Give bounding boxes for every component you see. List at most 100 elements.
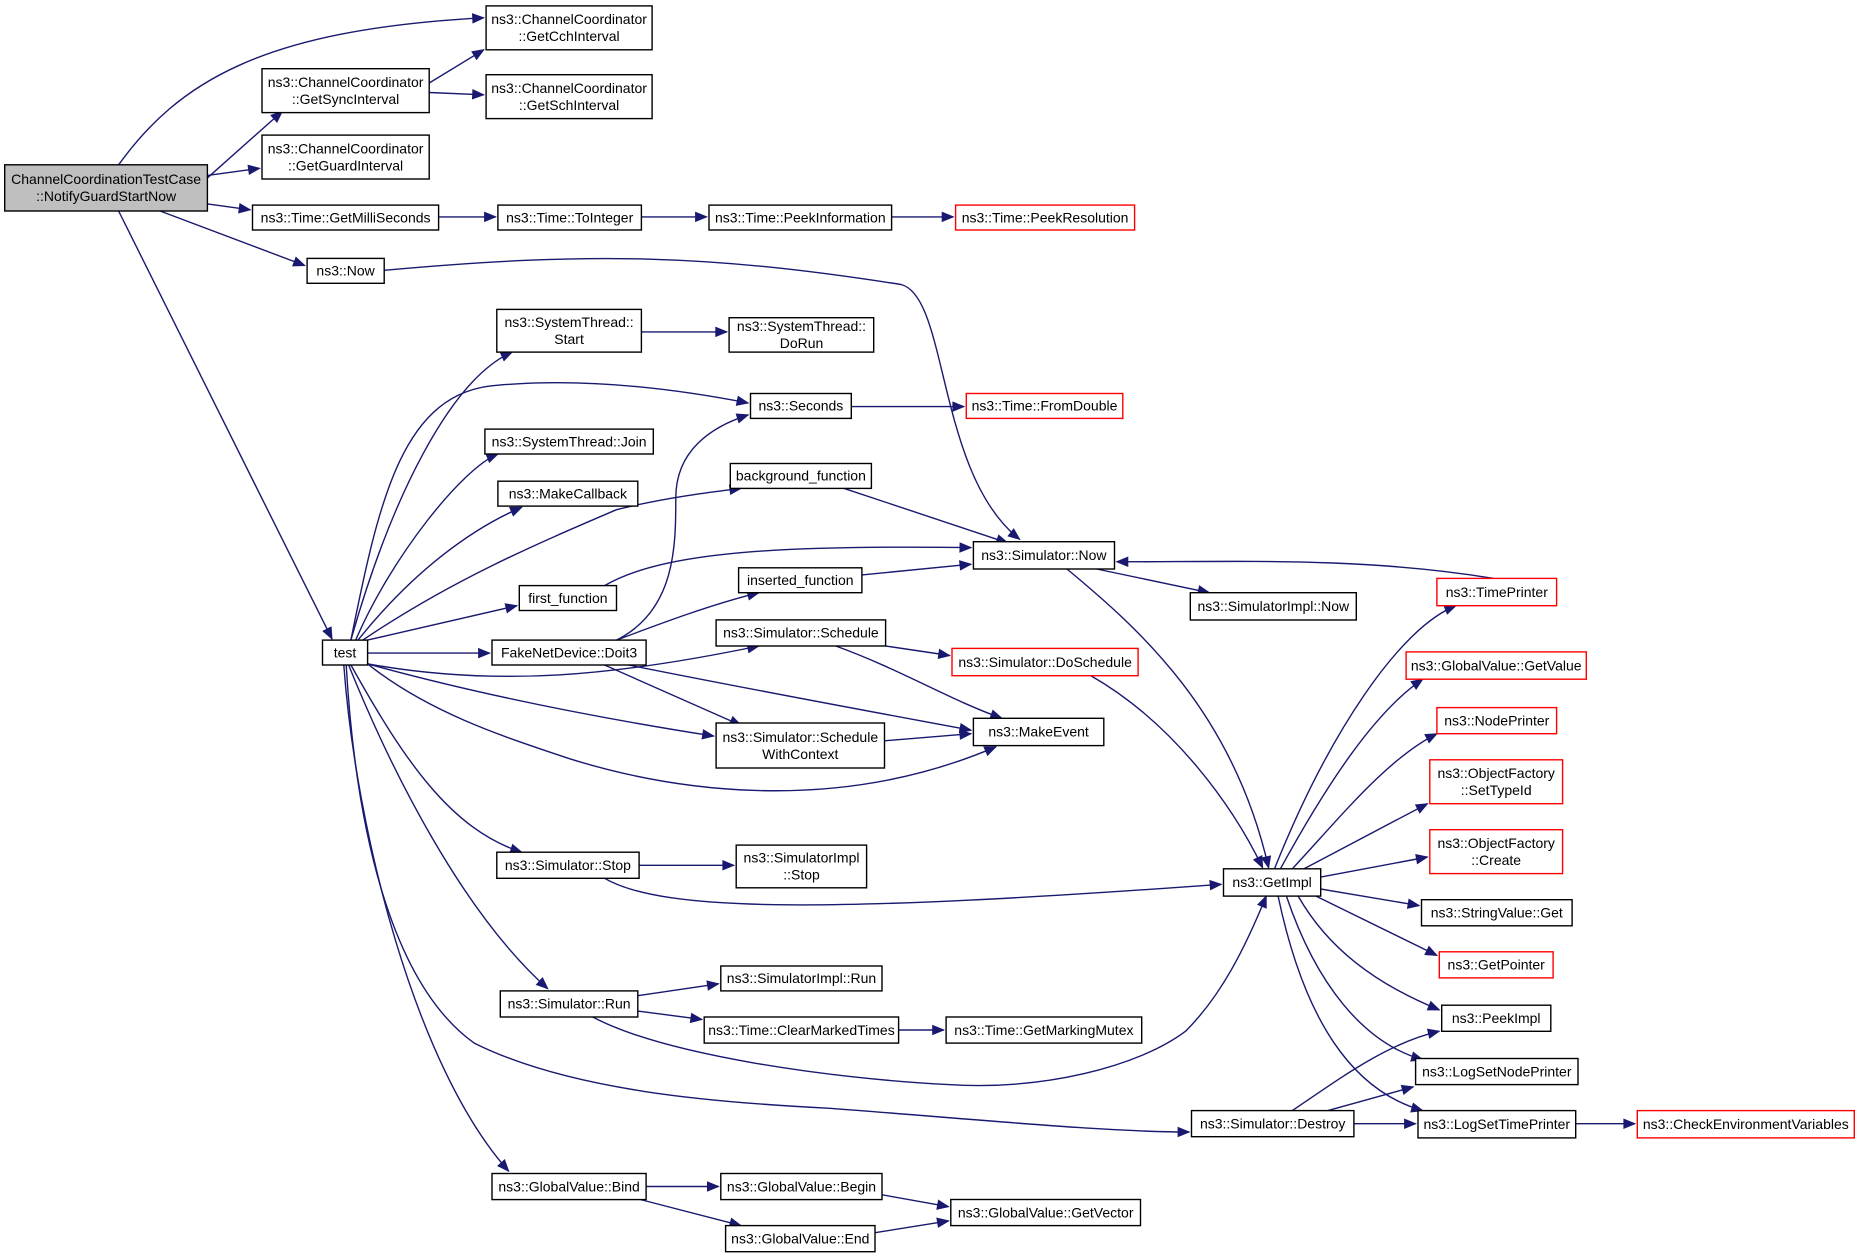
node-getsync[interactable]: ns3::ChannelCoordinator::GetSyncInterval	[261, 67, 430, 114]
node-box-seconds[interactable]	[749, 392, 853, 420]
node-box-simrun[interactable]	[499, 990, 639, 1018]
node-box-gvgetvector[interactable]	[950, 1198, 1142, 1227]
node-box-simimplstop[interactable]	[735, 844, 868, 889]
node-box-checkenv[interactable]	[1636, 1109, 1856, 1139]
node-stdorun[interactable]: ns3::SystemThread::DoRun	[728, 317, 875, 353]
node-box-gvbegin[interactable]	[720, 1172, 883, 1201]
node-box-root[interactable]	[3, 164, 209, 212]
node-now[interactable]: ns3::Now	[306, 257, 385, 284]
node-logsettimeprinter[interactable]: ns3::LogSetTimePrinter	[1417, 1109, 1577, 1139]
node-makecallback[interactable]: ns3::MakeCallback	[497, 480, 639, 507]
node-simrun[interactable]: ns3::Simulator::Run	[499, 990, 639, 1018]
node-box-timeprinter[interactable]	[1436, 577, 1558, 607]
node-box-bgfunc[interactable]	[729, 462, 873, 490]
node-box-gvbind[interactable]	[491, 1172, 647, 1201]
node-nodeprinter[interactable]: ns3::NodePrinter	[1436, 706, 1558, 735]
node-box-stjoin[interactable]	[484, 428, 654, 455]
node-box-now[interactable]	[306, 257, 385, 284]
node-gvbegin[interactable]: ns3::GlobalValue::Begin	[720, 1172, 883, 1201]
node-fromdouble[interactable]: ns3::Time::FromDouble	[965, 392, 1124, 420]
node-box-simimplnow[interactable]	[1189, 592, 1358, 621]
node-seconds[interactable]: ns3::Seconds	[749, 392, 853, 420]
node-box-stdorun[interactable]	[728, 317, 875, 353]
node-gvgetvector[interactable]: ns3::GlobalValue::GetVector	[950, 1198, 1142, 1227]
node-box-getsync[interactable]	[261, 67, 430, 114]
node-box-gvgetvalue[interactable]	[1405, 651, 1587, 680]
node-box-gvend[interactable]	[724, 1224, 876, 1253]
node-simimplstop[interactable]: ns3::SimulatorImpl::Stop	[735, 844, 868, 889]
node-box-getmilli[interactable]	[251, 204, 440, 231]
node-getimpl[interactable]: ns3::GetImpl	[1222, 868, 1322, 897]
node-simdestroy[interactable]: ns3::Simulator::Destroy	[1190, 1109, 1355, 1138]
node-box-fromdouble[interactable]	[965, 392, 1124, 420]
node-box-logsettimeprinter[interactable]	[1417, 1109, 1577, 1139]
node-peekres[interactable]: ns3::Time::PeekResolution	[954, 204, 1136, 231]
node-ststart[interactable]: ns3::SystemThread::Start	[496, 308, 643, 353]
node-ofsettypeid[interactable]: ns3::ObjectFactory::SetTypeId	[1429, 759, 1564, 805]
node-getcch[interactable]: ns3::ChannelCoordinator::GetCchInterval	[485, 5, 653, 51]
node-box-getguard[interactable]	[261, 134, 430, 180]
node-box-getsch[interactable]	[485, 73, 653, 120]
node-gvbind[interactable]: ns3::GlobalValue::Bind	[491, 1172, 647, 1201]
node-gvgetvalue[interactable]: ns3::GlobalValue::GetValue	[1405, 651, 1587, 680]
node-box-ofsettypeid[interactable]	[1429, 759, 1564, 805]
node-doschedule[interactable]: ns3::Simulator::DoSchedule	[951, 647, 1139, 677]
node-bgfunc[interactable]: background_function	[729, 462, 873, 490]
node-logsetnodeprinter[interactable]: ns3::LogSetNodePrinter	[1414, 1057, 1579, 1086]
node-box-doschedule[interactable]	[951, 647, 1139, 677]
node-box-getmarkingmutex[interactable]	[945, 1016, 1143, 1044]
node-strvalget[interactable]: ns3::StringValue::Get	[1420, 899, 1573, 927]
node-box-simnow[interactable]	[972, 541, 1116, 570]
node-makeevent[interactable]: ns3::MakeEvent	[972, 717, 1105, 747]
node-peekinfo[interactable]: ns3::Time::PeekInformation	[708, 204, 893, 231]
node-box-logsetnodeprinter[interactable]	[1414, 1057, 1579, 1086]
node-box-simdestroy[interactable]	[1190, 1109, 1355, 1138]
node-timeprinter[interactable]: ns3::TimePrinter	[1436, 577, 1558, 607]
node-box-fakenet[interactable]	[491, 639, 647, 666]
node-box-insertedfunc[interactable]	[737, 567, 863, 594]
node-box-ofcreate[interactable]	[1429, 829, 1564, 875]
node-firstfunc[interactable]: first_function	[518, 584, 618, 612]
node-box-clearmarked[interactable]	[703, 1016, 900, 1044]
node-getguard[interactable]: ns3::ChannelCoordinator::GetGuardInterva…	[261, 134, 430, 180]
node-stjoin[interactable]: ns3::SystemThread::Join	[484, 428, 654, 455]
node-simstop[interactable]: ns3::Simulator::Stop	[496, 851, 640, 880]
node-box-getimpl[interactable]	[1222, 868, 1322, 897]
node-box-peekinfo[interactable]	[708, 204, 893, 231]
node-peekimpl[interactable]: ns3::PeekImpl	[1440, 1004, 1552, 1033]
node-simimplrun[interactable]: ns3::SimulatorImpl::Run	[720, 965, 883, 992]
node-getsch[interactable]: ns3::ChannelCoordinator::GetSchInterval	[485, 73, 653, 120]
node-checkenv[interactable]: ns3::CheckEnvironmentVariables	[1636, 1109, 1856, 1139]
node-box-makeevent[interactable]	[972, 717, 1105, 747]
node-clearmarked[interactable]: ns3::Time::ClearMarkedTimes	[703, 1016, 900, 1044]
node-box-simschedule[interactable]	[715, 619, 887, 647]
node-box-makecallback[interactable]	[497, 480, 639, 507]
node-simschedule[interactable]: ns3::Simulator::Schedule	[715, 619, 887, 647]
node-getmilli[interactable]: ns3::Time::GetMilliSeconds	[251, 204, 440, 231]
node-box-nodeprinter[interactable]	[1436, 706, 1558, 735]
node-box-test[interactable]	[321, 639, 369, 666]
node-gvend[interactable]: ns3::GlobalValue::End	[724, 1224, 876, 1253]
node-box-ststart[interactable]	[496, 308, 643, 353]
node-box-firstfunc[interactable]	[518, 584, 618, 612]
node-box-tointeger[interactable]	[497, 204, 643, 231]
node-box-getpointer[interactable]	[1438, 951, 1554, 979]
node-simnow[interactable]: ns3::Simulator::Now	[972, 541, 1116, 570]
node-insertedfunc[interactable]: inserted_function	[737, 567, 863, 594]
node-simimplnow[interactable]: ns3::SimulatorImpl::Now	[1189, 592, 1358, 621]
node-fakenet[interactable]: FakeNetDevice::Doit3	[491, 639, 647, 666]
node-box-peekimpl[interactable]	[1440, 1004, 1552, 1033]
node-box-simimplrun[interactable]	[720, 965, 883, 992]
node-root[interactable]: ChannelCoordinationTestCase::NotifyGuard…	[3, 164, 209, 212]
node-tointeger[interactable]: ns3::Time::ToInteger	[497, 204, 643, 231]
node-box-strvalget[interactable]	[1420, 899, 1573, 927]
node-box-peekres[interactable]	[954, 204, 1136, 231]
node-getmarkingmutex[interactable]: ns3::Time::GetMarkingMutex	[945, 1016, 1143, 1044]
node-test[interactable]: test	[321, 639, 369, 666]
node-box-getcch[interactable]	[485, 5, 653, 51]
node-getpointer[interactable]: ns3::GetPointer	[1438, 951, 1554, 979]
node-box-simstop[interactable]	[496, 851, 640, 880]
node-box-schedwithctx[interactable]	[715, 722, 886, 769]
node-ofcreate[interactable]: ns3::ObjectFactory::Create	[1429, 829, 1564, 875]
